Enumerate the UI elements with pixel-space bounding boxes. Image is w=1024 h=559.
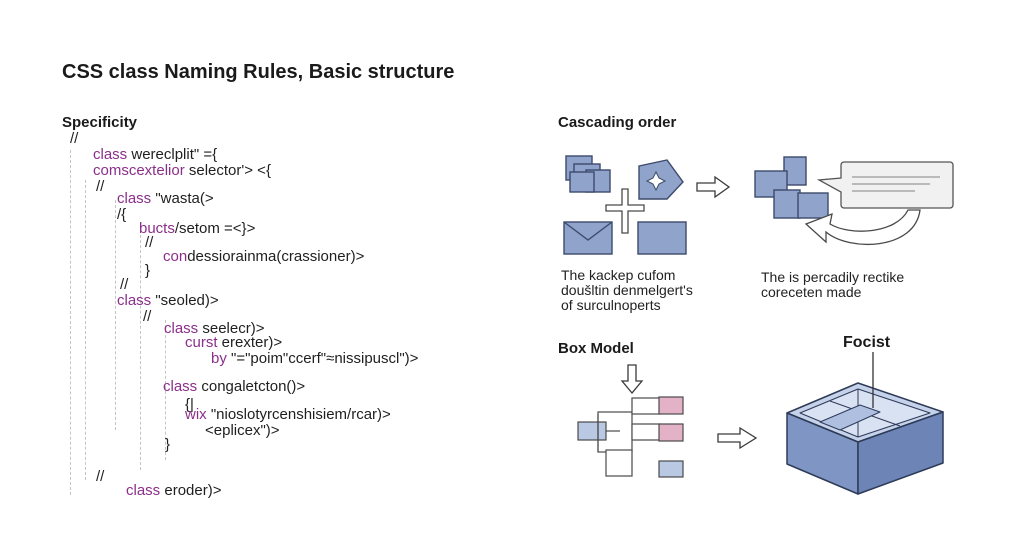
right-arrow-icon	[717, 426, 758, 450]
code-text: "seoled)>	[151, 292, 219, 309]
code-line: //	[145, 234, 153, 251]
code-keyword: class	[126, 482, 161, 499]
code-keyword: class	[117, 292, 152, 309]
code-keyword: comscextelior	[93, 162, 185, 179]
code-keyword: class	[117, 190, 152, 207]
code-keyword: bucts	[139, 220, 175, 237]
code-line: by "="poim"ccerf"≈nissipuscl")>	[211, 350, 418, 367]
code-text: //	[120, 276, 129, 293]
code-text: //	[145, 234, 154, 251]
code-text: }	[145, 262, 151, 279]
code-text: {|	[185, 396, 194, 413]
code-keyword: class	[163, 378, 198, 395]
specificity-heading: Specificity	[62, 114, 138, 131]
code-text: eroder)>	[160, 482, 222, 499]
code-text: seelecr)>	[198, 320, 265, 337]
indent-guide	[70, 150, 71, 495]
down-arrow-icon	[620, 364, 644, 395]
code-text: /{	[117, 206, 127, 223]
code-text: //	[70, 130, 79, 147]
box-model-diagram	[577, 396, 684, 478]
code-text: dessiorainma(crassioner)>	[187, 248, 365, 265]
code-text: congaletcton()>	[197, 378, 306, 395]
code-keyword: curst	[185, 334, 218, 351]
code-text: /setom =<}>	[174, 220, 256, 237]
sparkle-tag-icon	[638, 159, 684, 200]
code-text: //	[96, 468, 105, 485]
indent-guide	[85, 180, 86, 480]
document-card	[637, 221, 687, 255]
isometric-box-icon	[786, 382, 944, 495]
code-block: //class wereclplit" ={comscextelior sele…	[60, 130, 500, 510]
code-line: curst erexter)>	[185, 334, 282, 351]
focist-heading: Focist	[843, 334, 891, 351]
code-line: wix "nioslotyrcenshisiem/rcar)>	[185, 406, 391, 423]
stacked-squares-icon	[565, 155, 611, 193]
code-line: //	[96, 178, 104, 195]
code-line: bucts/setom =<}>	[139, 220, 255, 237]
code-line: comscextelior selector'> <{	[93, 162, 271, 179]
indent-guide	[115, 200, 116, 430]
indent-guide	[165, 320, 166, 460]
code-line: class seelecr)>	[164, 320, 264, 337]
code-line: /{	[117, 206, 126, 223]
code-line: //	[120, 276, 128, 293]
code-line: //	[96, 468, 104, 485]
cross-icon	[605, 188, 645, 234]
cascade-right-caption: The is percadily rectike coreceten made	[761, 269, 905, 300]
cascading-order-heading: Cascading order	[558, 114, 677, 131]
code-line: }	[145, 262, 150, 279]
code-keyword: class	[93, 146, 128, 163]
code-line: condessiorainma(crassioner)>	[163, 248, 364, 265]
code-line: class wereclplit" ={	[93, 146, 217, 163]
code-line: {|	[185, 396, 194, 413]
code-text: <eplicex")>	[205, 422, 280, 439]
code-text: "wasta(>	[151, 190, 214, 207]
code-text: erexter)>	[217, 334, 283, 351]
code-keyword: by	[211, 350, 227, 367]
code-line: }	[165, 436, 170, 453]
code-keyword: wix	[185, 406, 207, 423]
envelope-icon	[563, 221, 613, 255]
code-keyword: class	[164, 320, 199, 337]
code-line: <eplicex")>	[205, 422, 280, 439]
stacked-squares-icon	[754, 156, 829, 219]
code-keyword: con	[163, 248, 188, 265]
code-line: //	[143, 308, 151, 325]
code-text: wereclplit" ={	[127, 146, 218, 163]
code-line: class eroder)>	[126, 482, 221, 499]
cascade-left-caption: The kackep cufom doušltin denmelgert's o…	[561, 267, 693, 313]
code-text: //	[143, 308, 152, 325]
indent-guide	[140, 230, 141, 470]
page-title: CSS class Naming Rules, Basic structure	[62, 61, 455, 83]
code-text: }	[165, 436, 171, 453]
curved-arrow-icon	[804, 209, 921, 246]
code-text: //	[96, 178, 105, 195]
code-line: class congaletcton()>	[163, 378, 305, 395]
code-text: "="poim"ccerf"≈nissipuscl")>	[226, 350, 419, 367]
message-panel-icon	[816, 161, 954, 209]
code-line: //	[70, 130, 78, 147]
code-text: "nioslotyrcenshisiem/rcar)>	[206, 406, 391, 423]
code-line: class "seoled)>	[117, 292, 219, 309]
right-arrow-icon	[696, 175, 731, 199]
code-line: class "wasta(>	[117, 190, 214, 207]
code-text: selector'> <{	[184, 162, 271, 179]
box-model-heading: Box Model	[558, 340, 634, 357]
